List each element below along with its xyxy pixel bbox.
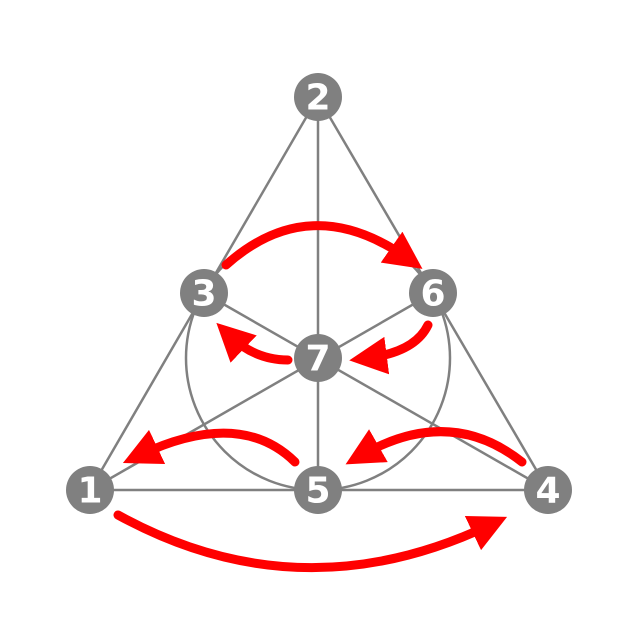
nodes-group: 1 2 3 4 5 6 7 <box>66 73 572 514</box>
node-5: 5 <box>294 466 342 514</box>
line-1-7-6 <box>89 291 434 492</box>
edges-group <box>88 96 550 492</box>
node-7: 7 <box>294 334 342 382</box>
node-7-label: 7 <box>305 339 330 380</box>
node-3-label: 3 <box>191 274 216 315</box>
line-4-7-3 <box>203 291 549 492</box>
arrow-3-to-6 <box>221 221 423 270</box>
arrow-6-to-7 <box>349 320 433 375</box>
node-2: 2 <box>294 73 342 121</box>
node-1-label: 1 <box>77 471 102 512</box>
node-2-label: 2 <box>305 78 330 119</box>
arrow-4-to-5 <box>345 427 527 467</box>
node-3: 3 <box>180 269 228 317</box>
arrow-7-to-3 <box>216 322 293 365</box>
arrow-5-to-1 <box>122 428 300 467</box>
node-4: 4 <box>524 466 572 514</box>
node-6-label: 6 <box>420 274 445 315</box>
arrow-1-to-4 <box>113 510 508 573</box>
node-4-label: 4 <box>535 471 560 512</box>
arrows-group <box>113 221 527 573</box>
node-1: 1 <box>66 466 114 514</box>
node-5-label: 5 <box>305 471 330 512</box>
node-6: 6 <box>409 269 457 317</box>
